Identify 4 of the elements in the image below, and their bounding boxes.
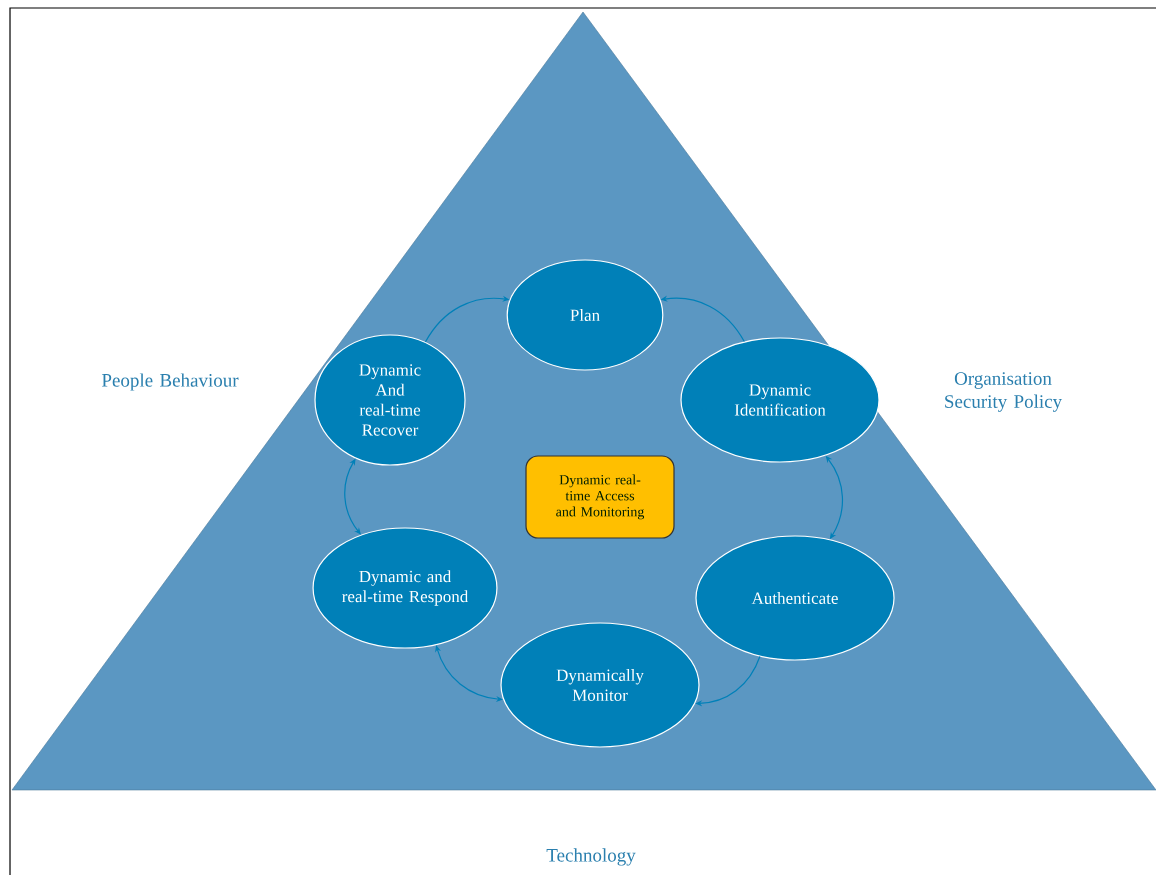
side-label: Technology (546, 848, 636, 866)
side-label: Organisation Security Policy (945, 372, 1063, 412)
rounded-box: Dynamic real-time Access and Monitoring (525, 455, 675, 539)
side-label: People Behaviour (101, 373, 239, 391)
